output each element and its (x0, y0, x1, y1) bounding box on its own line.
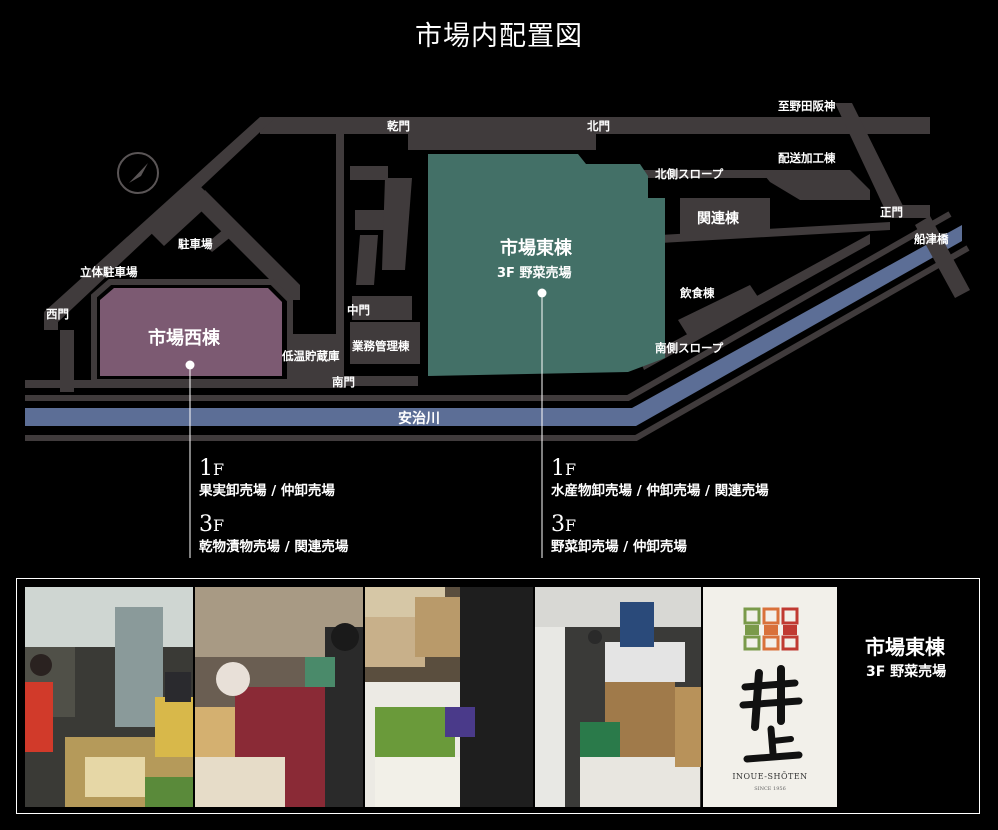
east-floor-3-unit: F (565, 516, 577, 535)
label-middle-gate: 中門 (347, 303, 370, 317)
photo-panel: INOUE-SHŌTEN SINCE 1956 市場東棟 3F 野菜売場 (16, 578, 980, 814)
label-river: 安治川 (398, 410, 440, 427)
market-photo-3 (365, 587, 533, 807)
label-cold-storage: 低温貯蔵庫 (281, 349, 340, 363)
west-floor-3: 3F (199, 514, 224, 536)
label-business-mgmt: 業務管理棟 (351, 339, 410, 353)
east-building-marker (537, 288, 547, 298)
west-building-marker (185, 360, 195, 370)
label-main-gate: 正門 (880, 205, 903, 219)
label-north-slope: 北側スロープ (655, 167, 724, 181)
page-title: 市場内配置図 (415, 21, 583, 52)
west-floor-1-unit: F (213, 460, 225, 479)
label-north-gate: 北門 (587, 119, 610, 133)
east-floor-1: 1F (551, 458, 576, 480)
site-map: 北門 乾門 至野田阪神 配送加工棟 北側スロープ 関連棟 正門 船津橋 駐車場 … (25, 99, 970, 558)
label-south-gate: 南門 (332, 375, 355, 389)
panel-caption-title: 市場東棟 (865, 635, 945, 659)
east-floor-3-number: 3 (551, 512, 565, 537)
inoue-shoten-logo-card: INOUE-SHŌTEN SINCE 1956 (703, 587, 837, 807)
west-floor-3-unit: F (213, 516, 225, 535)
west-floor-3-number: 3 (199, 512, 213, 537)
label-related-building: 関連棟 (697, 210, 740, 227)
market-photo-2 (195, 587, 363, 807)
label-food-building: 飲食棟 (679, 286, 715, 300)
support-buildings (150, 134, 870, 380)
panel-caption-sub: 3F 野菜売場 (866, 664, 947, 680)
west-building-outline (91, 279, 293, 385)
west-floor-1-desc: 果実卸売場 / 仲卸売場 (199, 483, 335, 499)
market-photo-4 (535, 587, 701, 807)
label-south-slope: 南側スロープ (655, 341, 724, 355)
label-parking: 駐車場 (178, 237, 213, 251)
market-photo-1 (25, 587, 193, 807)
east-floor-1-number: 1 (551, 456, 565, 481)
compass-icon (117, 152, 159, 194)
label-delivery-processing: 配送加工棟 (778, 151, 836, 165)
label-east-building-sub: 3F 野菜売場 (497, 265, 571, 281)
west-floor-1-number: 1 (199, 456, 213, 481)
label-west-building: 市場西棟 (148, 327, 221, 349)
label-funatsu-bridge: 船津橋 (914, 232, 949, 246)
inoue-logo-icon: INOUE-SHŌTEN SINCE 1956 (703, 587, 837, 807)
logo-brush-characters (739, 665, 803, 763)
logo-since: SINCE 1956 (754, 786, 786, 792)
west-floor-1: 1F (199, 458, 224, 480)
east-floor-1-desc: 水産物卸売場 / 仲卸売場 / 関連売場 (551, 483, 769, 499)
label-multilevel-parking: 立体駐車場 (80, 265, 138, 279)
logo-romanized: INOUE-SHŌTEN (732, 772, 807, 781)
east-floor-3: 3F (551, 514, 576, 536)
east-building (428, 154, 665, 376)
river-bank-south (25, 245, 970, 441)
label-to-noda-hanshin: 至野田阪神 (778, 99, 836, 113)
west-building (100, 288, 282, 376)
label-east-building: 市場東棟 (500, 237, 573, 259)
west-floor-3-desc: 乾物漬物売場 / 関連売場 (199, 539, 349, 555)
logo-emblem-marks (743, 607, 799, 651)
river-bank-north (25, 211, 952, 401)
label-west-gate: 西門 (46, 307, 69, 321)
east-floor-3-desc: 野菜卸売場 / 仲卸売場 (551, 539, 687, 555)
east-floor-1-unit: F (565, 460, 577, 479)
label-inui-gate: 乾門 (387, 119, 410, 133)
